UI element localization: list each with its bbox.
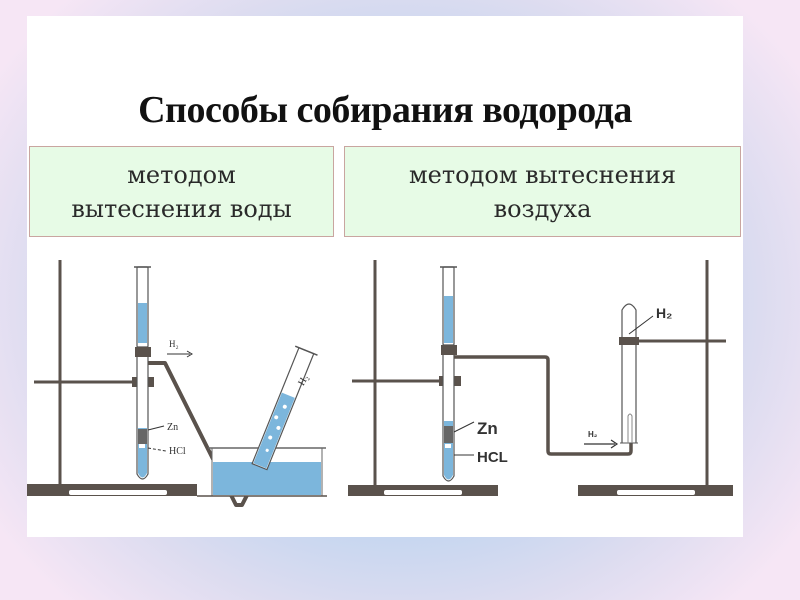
collection-test-tube (620, 303, 638, 444)
delivery-tube (454, 355, 633, 456)
zinc-granules (444, 426, 453, 443)
gas-flow-label: H₂ (588, 430, 598, 439)
stopper (441, 345, 457, 355)
stopper (135, 347, 151, 357)
method-box-air-displacement: методом вытеснения воздуха (344, 146, 741, 237)
method-label-line2: воздуха (493, 194, 592, 223)
slide-title: Способы собирания водорода (138, 89, 632, 131)
zinc-granules (138, 429, 147, 444)
method-label-line1: методом (127, 160, 236, 189)
left-apparatus-water-displacement: Zn HCl H₂ (27, 260, 327, 507)
reaction-test-tube (442, 355, 455, 482)
method-label-line1: методом вытеснения (409, 160, 676, 189)
zinc-label: Zn (167, 422, 178, 433)
apparatus-diagrams: .stand { stroke: #5a524c; fill: none; } … (27, 260, 733, 507)
acid-label: HCL (477, 449, 508, 466)
slide: Способы собирания водорода методом вытес… (27, 16, 743, 537)
acid-label: HCl (169, 446, 186, 457)
zinc-label: Zn (477, 419, 498, 438)
collection-test-tube (251, 345, 318, 471)
method-label-line2: вытеснения воды (71, 194, 292, 223)
reaction-test-tube (136, 357, 149, 480)
method-box-water-displacement: методом вытеснения воды (29, 146, 334, 237)
gas-flow-label: H₂ (169, 339, 179, 349)
collected-gas-label: H₂ (656, 305, 672, 321)
collected-gas-label: H₂ (296, 373, 311, 388)
right-apparatus-air-displacement: Zn HCL H₂ H₂ (348, 260, 733, 496)
